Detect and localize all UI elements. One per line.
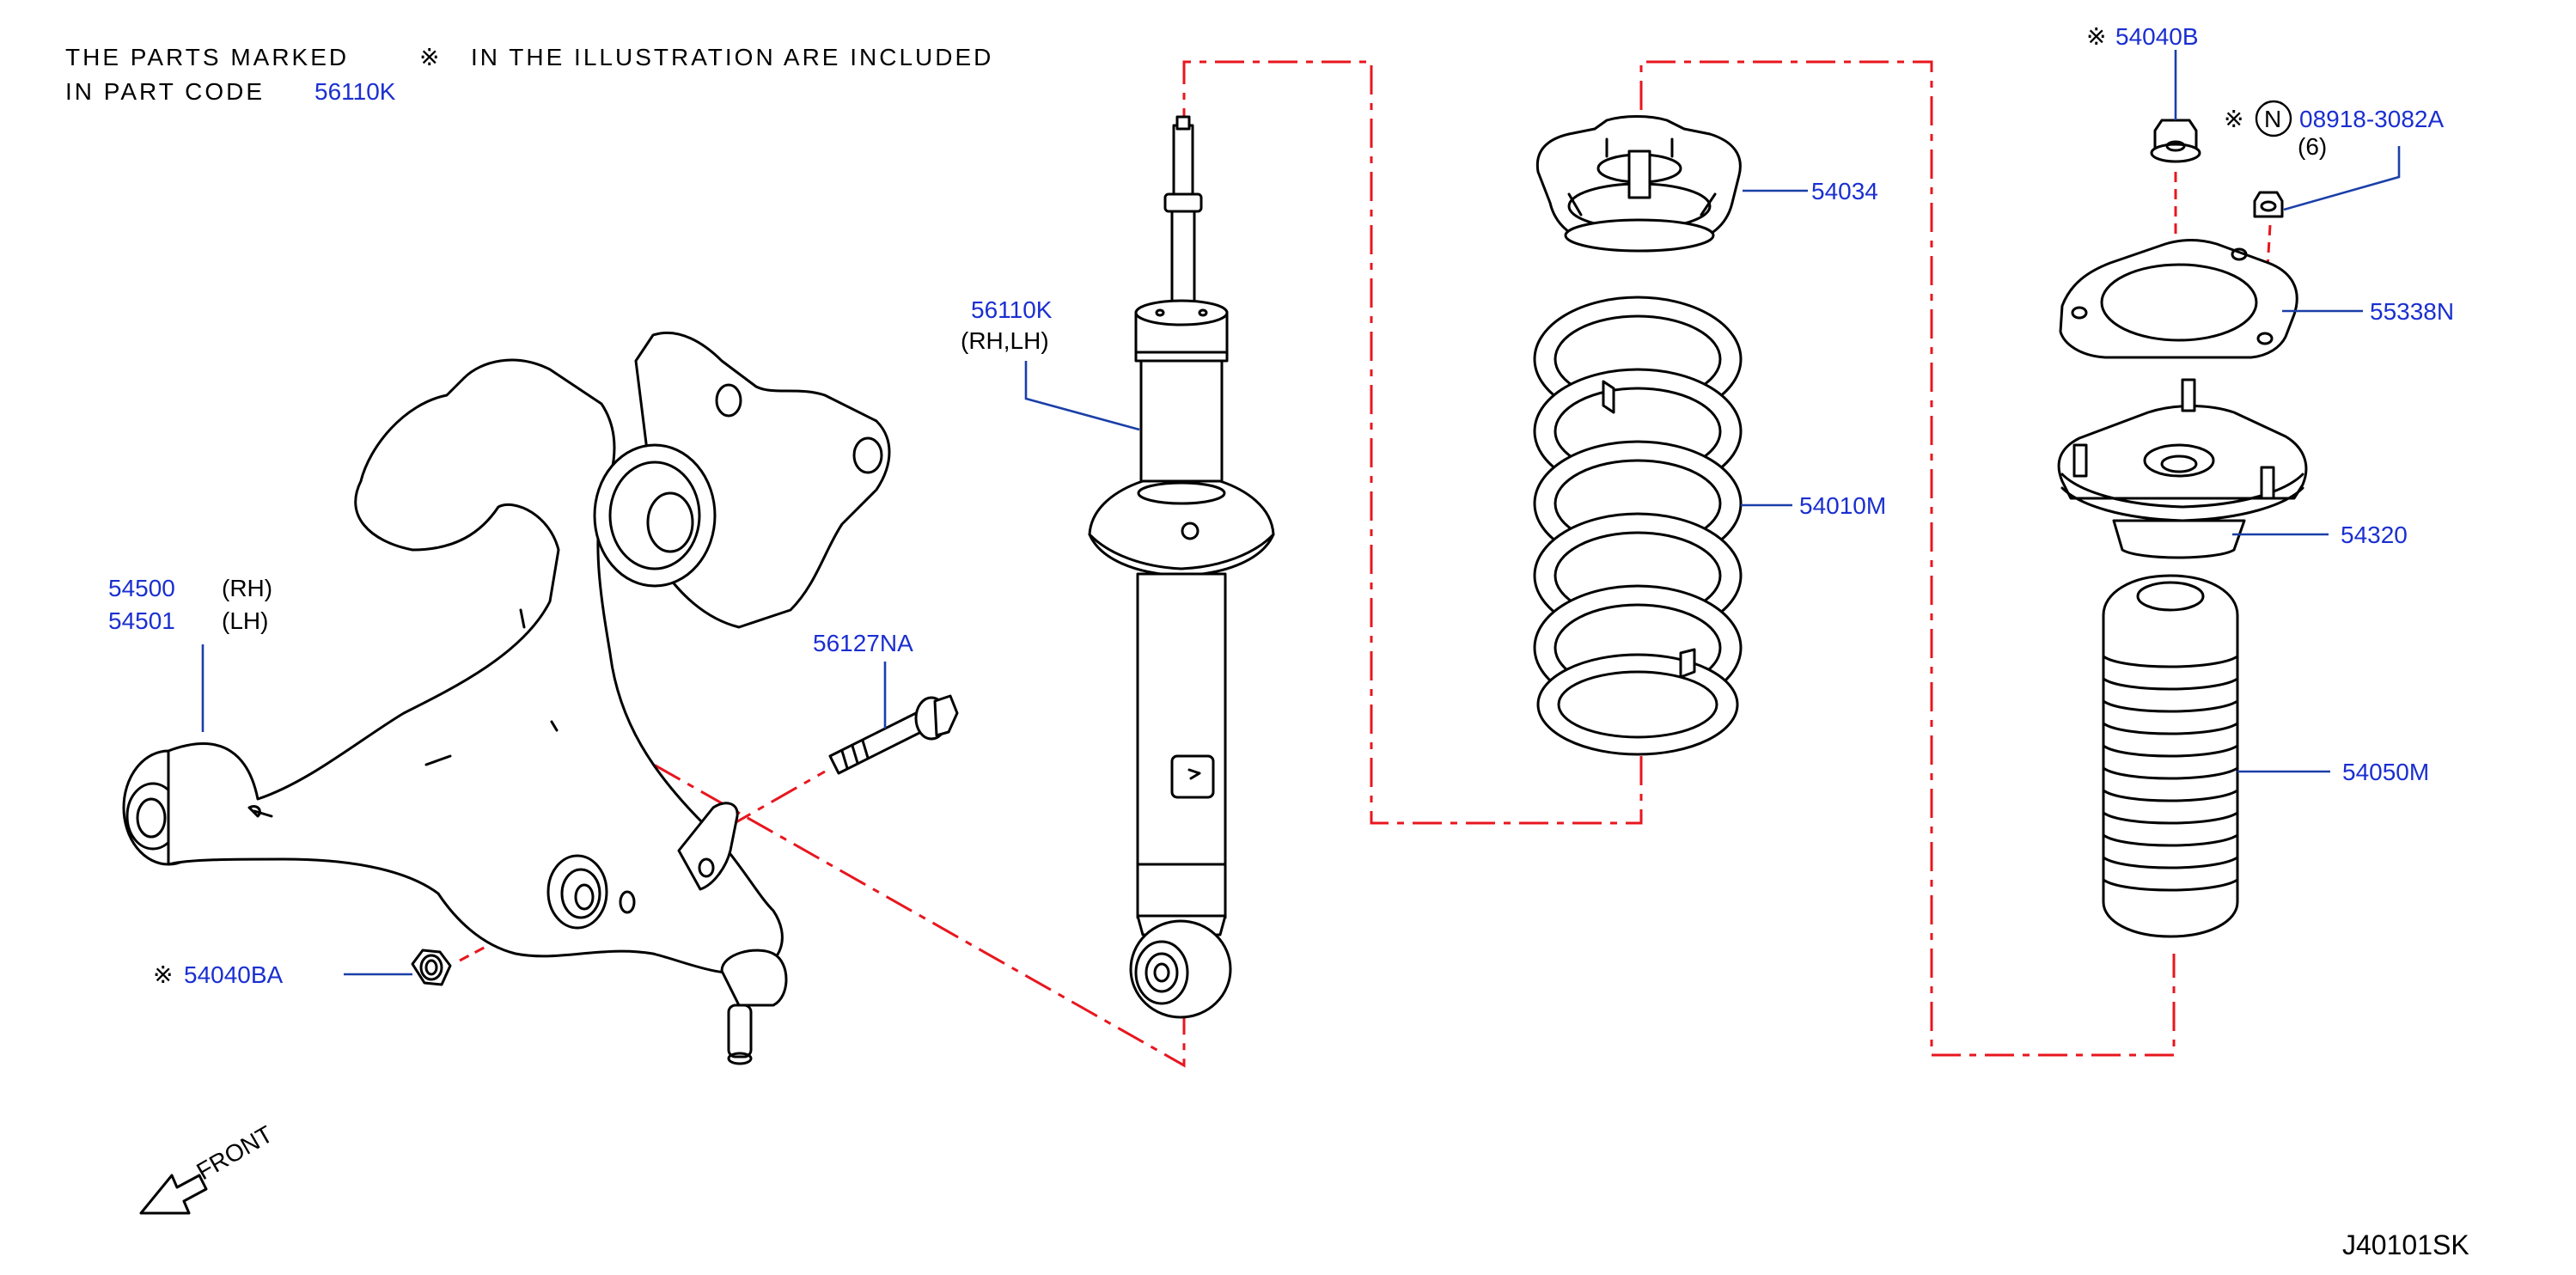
label-08918-qty: (6) bbox=[2298, 133, 2327, 160]
label-54320[interactable]: 54320 bbox=[2341, 522, 2408, 548]
n-circle-icon bbox=[2255, 100, 2292, 137]
nut-54040B[interactable] bbox=[2150, 119, 2201, 163]
front-arrow: FRONT bbox=[139, 1120, 278, 1215]
label-54040B[interactable]: 54040B bbox=[2115, 23, 2199, 50]
label-56127NA[interactable]: 56127NA bbox=[813, 630, 913, 656]
header-line1-part1: THE PARTS MARKED bbox=[65, 44, 349, 70]
label-56110K-side: (RH,LH) bbox=[961, 327, 1049, 354]
header-note: THE PARTS MARKED ※ IN THE ILLUSTRATION A… bbox=[65, 44, 993, 105]
dust-boot-54050M[interactable] bbox=[2102, 574, 2239, 938]
leader-lines bbox=[201, 50, 2401, 976]
nut-08918-3082A[interactable] bbox=[2253, 191, 2284, 218]
spring-upper-seat-54034[interactable] bbox=[1535, 115, 1742, 253]
label-54040BA-mark: ※ bbox=[153, 961, 173, 988]
nut-54040BA[interactable] bbox=[411, 949, 452, 986]
upper-mount-54320[interactable] bbox=[2057, 378, 2308, 559]
header-part-code-56110K[interactable]: 56110K bbox=[314, 78, 396, 105]
coil-spring-54010M[interactable] bbox=[1533, 296, 1743, 756]
front-arrow-icon bbox=[139, 1174, 208, 1215]
label-54040B-mark: ※ bbox=[2086, 23, 2106, 50]
label-54501-side: (LH) bbox=[222, 607, 268, 634]
label-54050M[interactable]: 54050M bbox=[2342, 759, 2429, 785]
label-54034[interactable]: 54034 bbox=[1811, 178, 1878, 204]
front-label: FRONT bbox=[192, 1120, 278, 1185]
label-54500[interactable]: 54500 bbox=[108, 575, 175, 601]
label-54040BA[interactable]: 54040BA bbox=[184, 961, 284, 988]
label-08918-3082A[interactable]: 08918-3082A bbox=[2299, 106, 2444, 132]
header-line1-mark: ※ bbox=[419, 44, 442, 70]
header-line2-part1: IN PART CODE bbox=[65, 78, 265, 105]
label-54500-side: (RH) bbox=[222, 575, 272, 601]
strut-56110K[interactable] bbox=[1088, 115, 1275, 1019]
bolt-56127NA[interactable] bbox=[828, 694, 959, 775]
label-55338N[interactable]: 55338N bbox=[2370, 298, 2454, 325]
diagram-code: J40101SK bbox=[2342, 1229, 2469, 1260]
part-labels: 54500 (RH) 54501 (LH) 56127NA ※ 54040BA … bbox=[108, 23, 2454, 988]
label-56110K[interactable]: 56110K bbox=[971, 296, 1053, 323]
label-08918-mark: ※ bbox=[2224, 106, 2243, 132]
label-54010M[interactable]: 54010M bbox=[1799, 492, 1886, 519]
header-line1-part2: IN THE ILLUSTRATION ARE INCLUDED bbox=[471, 44, 993, 70]
label-08918-circle: N bbox=[2264, 106, 2281, 132]
label-54501[interactable]: 54501 bbox=[108, 607, 175, 634]
lower-control-arm[interactable] bbox=[122, 331, 891, 1065]
mount-plate-55338N[interactable] bbox=[2059, 239, 2298, 359]
